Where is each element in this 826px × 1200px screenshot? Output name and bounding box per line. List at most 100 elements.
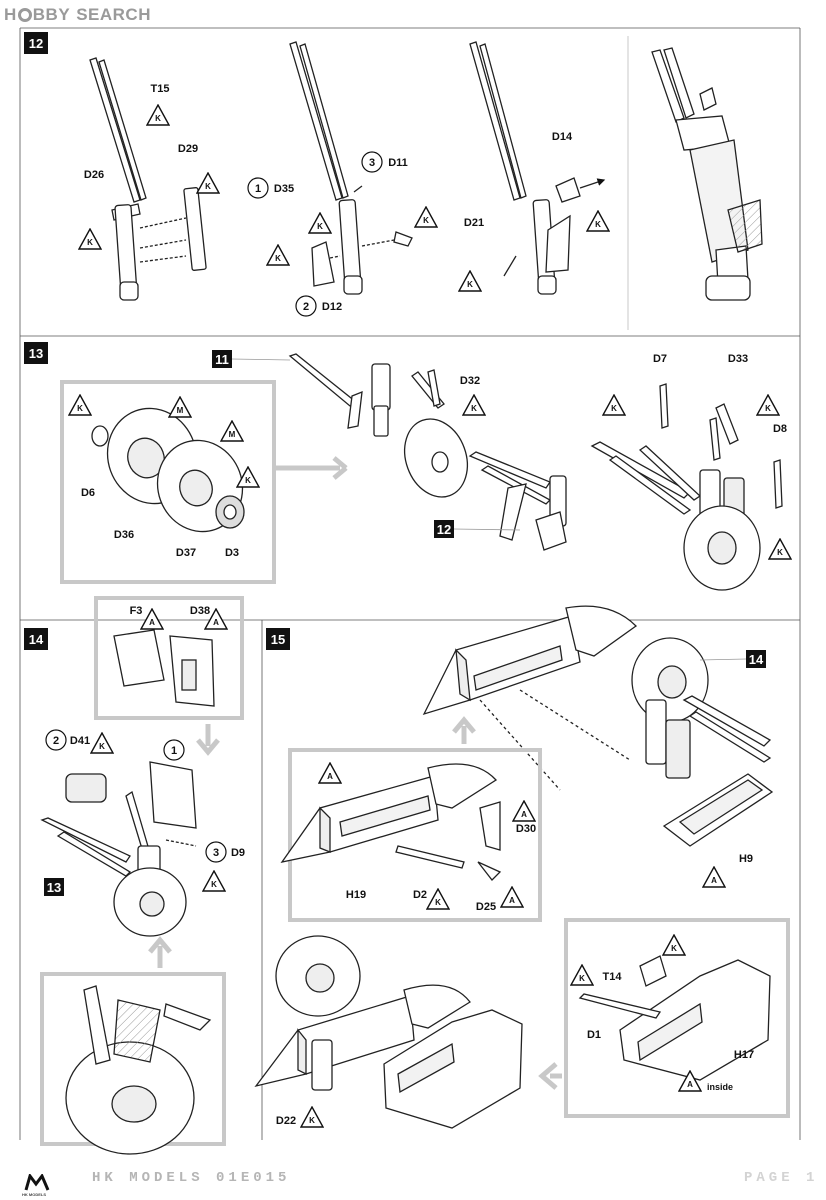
symbol-a: A: [711, 876, 717, 885]
label-f3: F3: [130, 605, 143, 617]
panel-h17-parts: [578, 955, 771, 1081]
label-h19: H19: [346, 889, 366, 901]
label-d36: D36: [114, 529, 134, 541]
label-t15: T15: [151, 83, 170, 95]
symbol-k: K: [423, 216, 429, 225]
symbol-k: K: [671, 944, 677, 953]
step-12-strut-b: [289, 41, 413, 295]
bracket-detail-box: [94, 596, 244, 720]
ref-step-11-badge: [212, 350, 232, 368]
ref-step-13: 13: [47, 880, 61, 895]
symbol-a: A: [509, 896, 515, 905]
symbol-k: K: [467, 280, 473, 289]
symbol-a: A: [213, 618, 219, 627]
label-d6: D6: [81, 487, 95, 499]
symbol-a: A: [687, 1080, 693, 1089]
label-h17: H17: [734, 1049, 754, 1061]
step-15-gear-right: [631, 637, 774, 847]
step-12-strut-c: [469, 41, 606, 295]
step-15-final-assembly: [254, 935, 523, 1129]
symbol-k: K: [595, 220, 601, 229]
wheel-exploded: [91, 407, 245, 533]
label-d2: D2: [413, 889, 427, 901]
ref-step-11: 11: [215, 352, 229, 367]
step-15-nacelle-top: [422, 605, 638, 791]
label-d32: D32: [460, 375, 480, 387]
seq-1: 1: [171, 745, 177, 757]
ref-step-12: 12: [437, 522, 451, 537]
symbol-k: K: [87, 238, 93, 247]
seq-3: 3: [213, 847, 219, 859]
seq-3: 3: [369, 157, 375, 169]
watermark-text-bby: BBY: [32, 5, 71, 24]
label-d30: D30: [516, 823, 536, 835]
symbol-k: K: [579, 974, 585, 983]
step-12: 12 T15 K D29 K D26 K: [24, 32, 763, 317]
label-d8: D8: [773, 423, 787, 435]
wheel-detail-box: [60, 380, 276, 584]
nacelle-detail-box: [288, 748, 542, 922]
symbol-m: M: [177, 406, 184, 415]
step-13-number: 13: [29, 346, 43, 361]
symbol-k: K: [435, 898, 441, 907]
seq-1: 1: [255, 183, 261, 195]
symbol-k: K: [211, 880, 217, 889]
footer-code: HK MODELS 01E015: [92, 1170, 291, 1186]
step-12-number: 12: [29, 36, 43, 51]
ref-step-14: 14: [749, 652, 764, 667]
step-14-assembly: [40, 761, 197, 937]
seq-2: 2: [53, 735, 59, 747]
label-d29: D29: [178, 143, 198, 155]
label-h9: H9: [739, 853, 753, 865]
bracket-parts: [113, 629, 215, 707]
label-d37: D37: [176, 547, 196, 559]
ref-step-14-badge: [746, 650, 766, 668]
symbol-k: K: [275, 254, 281, 263]
label-d22: D22: [276, 1115, 296, 1127]
step-14-number: 14: [29, 632, 44, 647]
label-d14: D14: [552, 131, 573, 143]
watermark-text-h: H: [4, 5, 17, 24]
step-13-middle-assembly: [288, 353, 567, 551]
label-d3: D3: [225, 547, 239, 559]
symbol-m: M: [229, 430, 236, 439]
label-d12: D12: [322, 301, 342, 313]
seq-2: 2: [303, 301, 309, 313]
symbol-k: K: [309, 1116, 315, 1125]
step-15-badge: [266, 628, 290, 650]
page-footer: HK MODELS HK MODELS 01E015 PAGE 1: [0, 1162, 826, 1200]
label-d26: D26: [84, 169, 104, 181]
symbol-k: K: [245, 476, 251, 485]
label-d7: D7: [653, 353, 667, 365]
ref-step-12-badge: [434, 520, 454, 538]
label-d41: D41: [70, 735, 90, 747]
ref-step-13-badge: [44, 878, 64, 896]
footer-brand: HK MODELS: [22, 1192, 46, 1197]
symbol-k: K: [77, 404, 83, 413]
step-13-right-assembly: [590, 383, 783, 591]
symbol-a: A: [327, 772, 333, 781]
label-d21: D21: [464, 217, 484, 229]
instruction-sheet: 12 T15 K D29 K D26 K: [19, 27, 801, 1155]
step-12-assembled-view: [651, 47, 763, 301]
wheel-closeup: [65, 985, 212, 1155]
label-d25: D25: [476, 901, 496, 913]
hk-models-logo-icon: [24, 1174, 50, 1191]
label-t14: T14: [603, 971, 623, 983]
footer-page-number: PAGE 1: [744, 1170, 819, 1186]
label-d33: D33: [728, 353, 748, 365]
symbol-k: K: [317, 222, 323, 231]
symbol-k: K: [471, 404, 477, 413]
label-d11: D11: [388, 157, 408, 169]
symbol-k: K: [205, 182, 211, 191]
symbol-k: K: [611, 404, 617, 413]
panel-detail-box: [564, 918, 790, 1118]
symbol-k: K: [155, 114, 161, 123]
step-15-number: 15: [271, 632, 285, 647]
label-d38: D38: [190, 605, 210, 617]
symbol-k: K: [777, 548, 783, 557]
symbol-a: A: [149, 618, 155, 627]
label-d9: D9: [231, 847, 245, 859]
symbol-a: A: [521, 810, 527, 819]
